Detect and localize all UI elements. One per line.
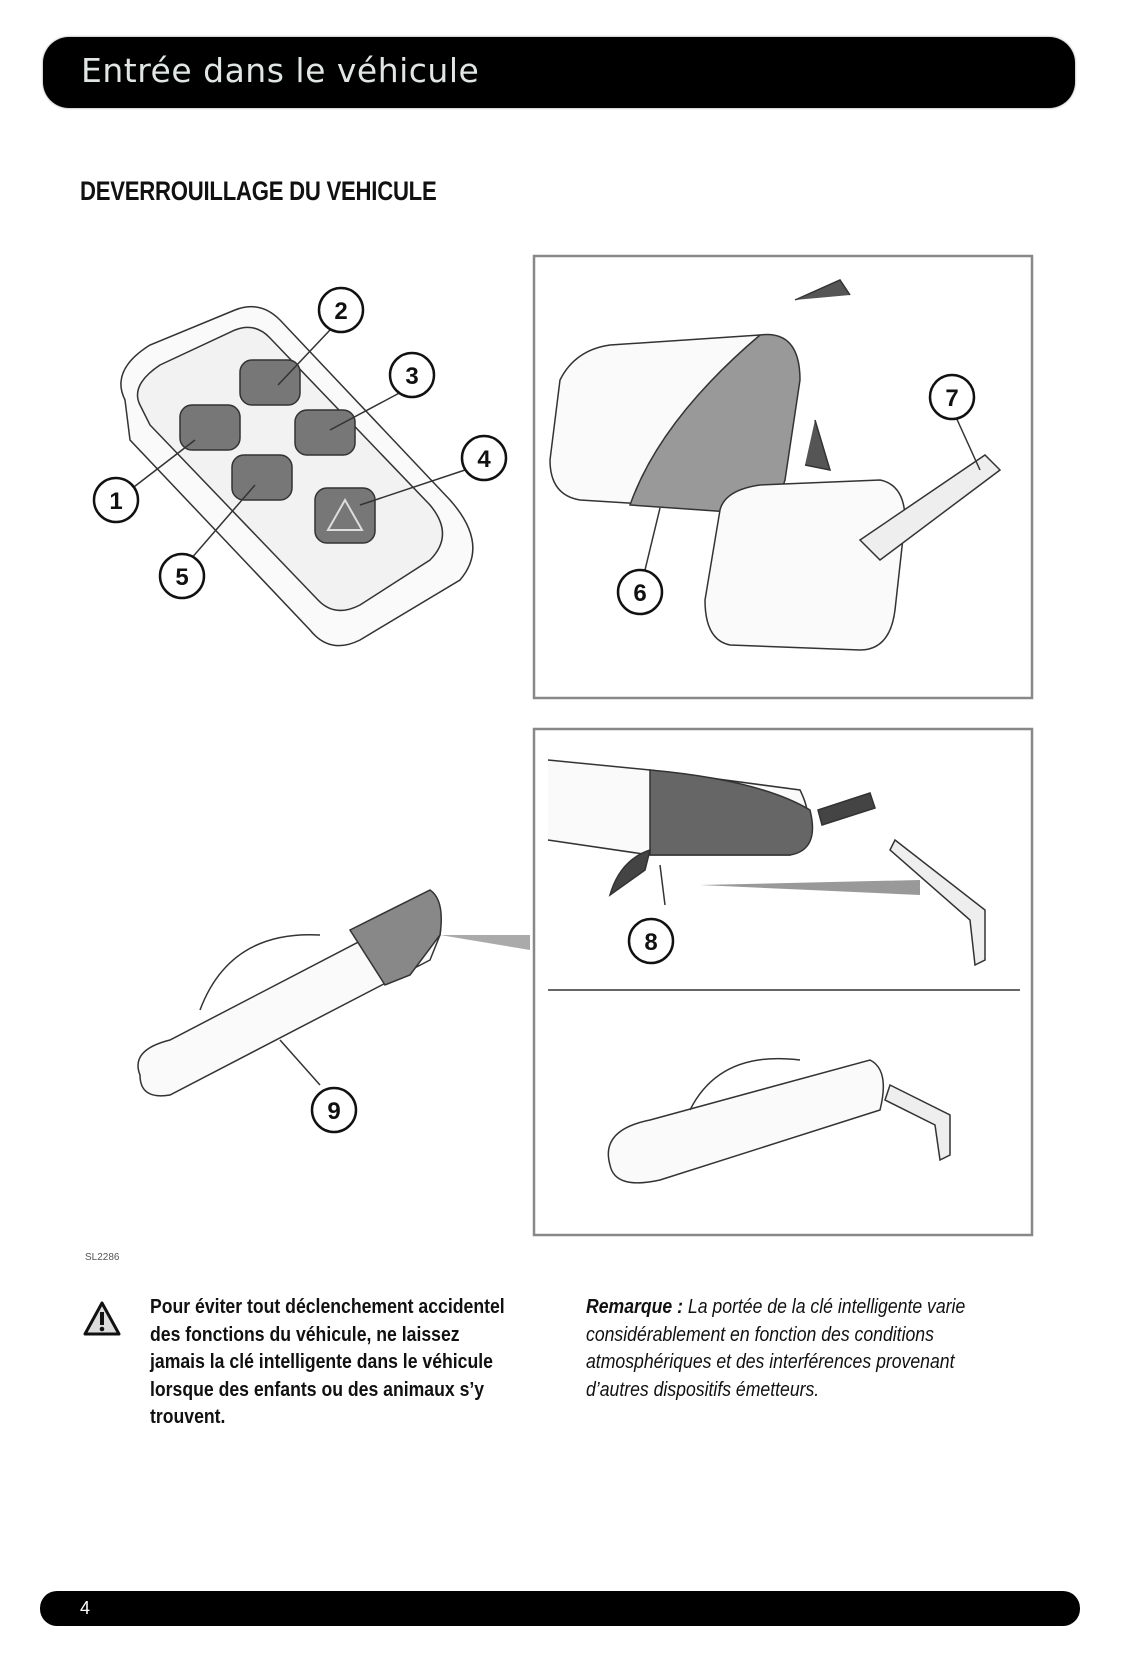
- callout-7: 7: [945, 385, 958, 412]
- page-number: 4: [80, 1598, 91, 1618]
- note-line: considérablement en fonction des conditi…: [586, 1322, 934, 1346]
- note-line-text: La portée de la clé intelligente varie: [682, 1295, 966, 1318]
- callout-5: 5: [175, 564, 188, 591]
- callout-markers: [92, 286, 976, 1134]
- callout-4: 4: [477, 446, 491, 473]
- callout-8: 8: [644, 929, 657, 956]
- warning-line: trouvent.: [150, 1405, 226, 1428]
- chapter-header-bar: Entrée dans le véhicule: [43, 37, 1075, 108]
- lock-button: [179, 404, 241, 451]
- smart-key-fob: [120, 305, 474, 647]
- callout-1: 1: [109, 488, 122, 515]
- smart-key-illustration: 1 2 3 4 5 6 7 8 9: [92, 254, 1034, 1237]
- warning-triangle-icon: [83, 1301, 121, 1336]
- callout-6: 6: [633, 580, 646, 607]
- note-line: d’autres dispositifs émetteurs.: [586, 1377, 820, 1401]
- footer-bar: 4: [40, 1591, 1080, 1626]
- tailgate-button: [294, 409, 356, 456]
- callout-2: 2: [334, 298, 347, 325]
- note-label: Remarque :: [586, 1295, 683, 1318]
- chapter-title: Entrée dans le véhicule: [81, 51, 480, 90]
- unlock-button: [239, 359, 301, 406]
- warning-line: Pour éviter tout déclenchement accidente…: [150, 1295, 505, 1318]
- note-line: Remarque : La portée de la clé intellige…: [586, 1293, 982, 1321]
- headlamp-button: [231, 454, 293, 501]
- warning-text: Pour éviter tout déclenchement accidente…: [150, 1293, 511, 1431]
- section-heading: DEVERROUILLAGE DU VEHICULE: [80, 176, 437, 206]
- warning-line: jamais la clé intelligente dans le véhic…: [150, 1350, 493, 1373]
- note-text: Remarque : La portée de la clé intellige…: [586, 1293, 982, 1403]
- figure-code: SL2286: [85, 1252, 120, 1263]
- note-line: atmosphériques et des interférences prov…: [586, 1350, 955, 1373]
- callout-3: 3: [405, 363, 418, 390]
- callout-9: 9: [327, 1098, 340, 1125]
- alarm-button: [314, 487, 376, 544]
- warning-line: des fonctions du véhicule, ne laissez: [150, 1322, 460, 1346]
- warning-line: lorsque des enfants ou des animaux s’y: [150, 1377, 485, 1401]
